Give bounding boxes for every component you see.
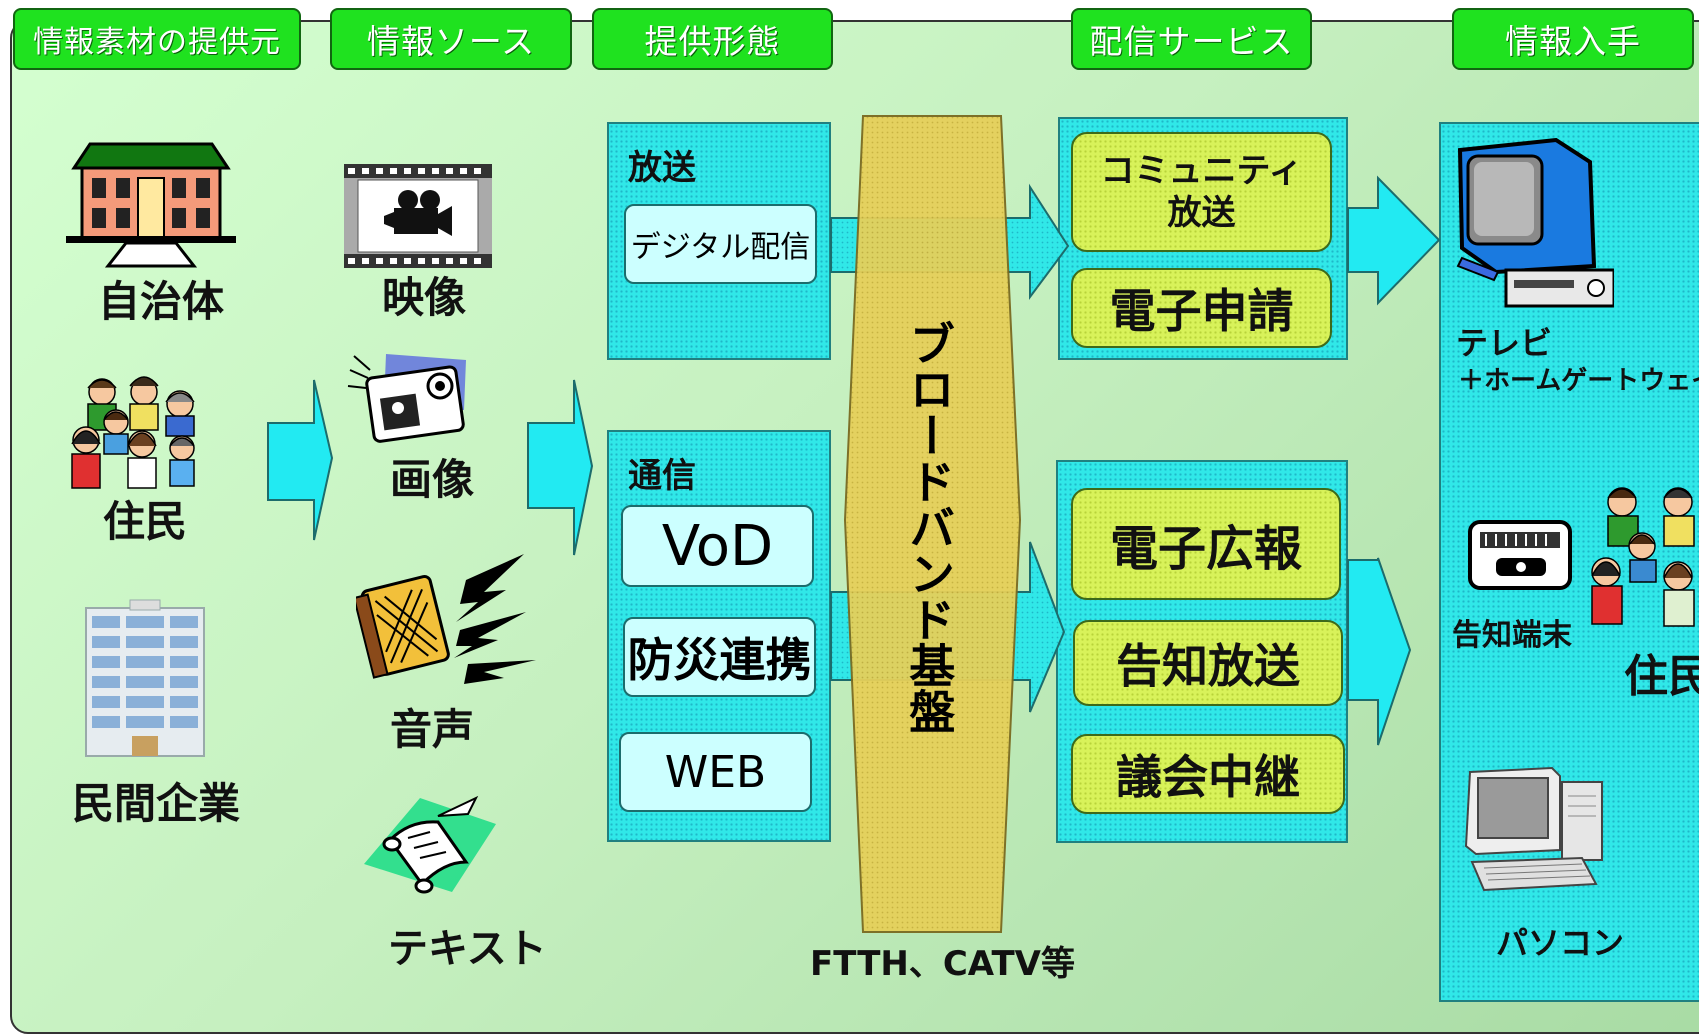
photo-camera-icon [347,354,466,443]
e-publicity-box: 電子広報 [1071,488,1341,600]
provider-companies: 民間企業 [72,779,241,828]
speaker-icon [356,554,536,684]
pc-icon [1464,766,1603,892]
broadband-band [843,115,1022,933]
source-audio: 音声 [390,705,475,754]
city-hall-icon [66,142,236,268]
notice-broadcast-box: 告知放送 [1073,620,1343,706]
arrow-service-to-receive-top [1347,175,1441,306]
header-receive: 情報入手 [1452,8,1694,70]
communication-title: 通信 [628,456,696,496]
flow-arrows [267,115,1441,933]
digital-delivery-box: デジタル配信 [624,204,817,284]
arrow-source-to-form [527,379,594,556]
broadcast-title: 放送 [628,148,696,188]
e-application-box: 電子申請 [1071,268,1332,348]
residents-receiver-icon [1591,487,1695,627]
vod-box: VoD [621,505,814,587]
receiver-notice-terminal: 告知端末 [1452,618,1572,653]
company-building-icon [85,599,205,757]
receiver-tv: テレビ [1456,324,1553,362]
source-video: 映像 [382,273,467,322]
community-line-2: 放送 [1167,193,1236,233]
community-broadcast-box: コミュニティ 放送 [1071,132,1332,252]
header-form: 提供形態 [592,8,833,70]
broadband-caption: FTTH、CATV等 [810,944,1075,984]
text-scroll-icon [364,795,496,894]
broadband-label: ブロードバンド基盤 [902,320,957,734]
assembly-relay-box: 議会中継 [1071,734,1345,814]
receiver-residents: 住民 [1624,651,1699,702]
receiver-tv-gateway: ＋ホームゲートウェイ [1458,366,1699,396]
source-image: 画像 [390,455,475,504]
arrow-provider-to-source [267,379,334,541]
tv-set-icon [1456,138,1614,308]
disaster-link-box: 防災連携 [623,617,816,697]
arrow-service-to-receive-bottom [1347,557,1412,746]
header-source: 情報ソース [330,8,572,70]
header-service: 配信サービス [1071,8,1312,70]
header-provider: 情報素材の提供元 [13,8,301,70]
community-line-1: コミュニティ [1100,150,1303,191]
provider-municipality: 自治体 [98,277,225,326]
source-text: テキスト [388,926,547,972]
provider-residents: 住民 [103,497,188,546]
residents-group-icon [71,376,195,489]
video-film-icon [344,164,492,268]
receiver-pc: パソコン [1496,924,1625,962]
notice-terminal-icon [1468,520,1572,590]
web-box: WEB [619,732,812,812]
